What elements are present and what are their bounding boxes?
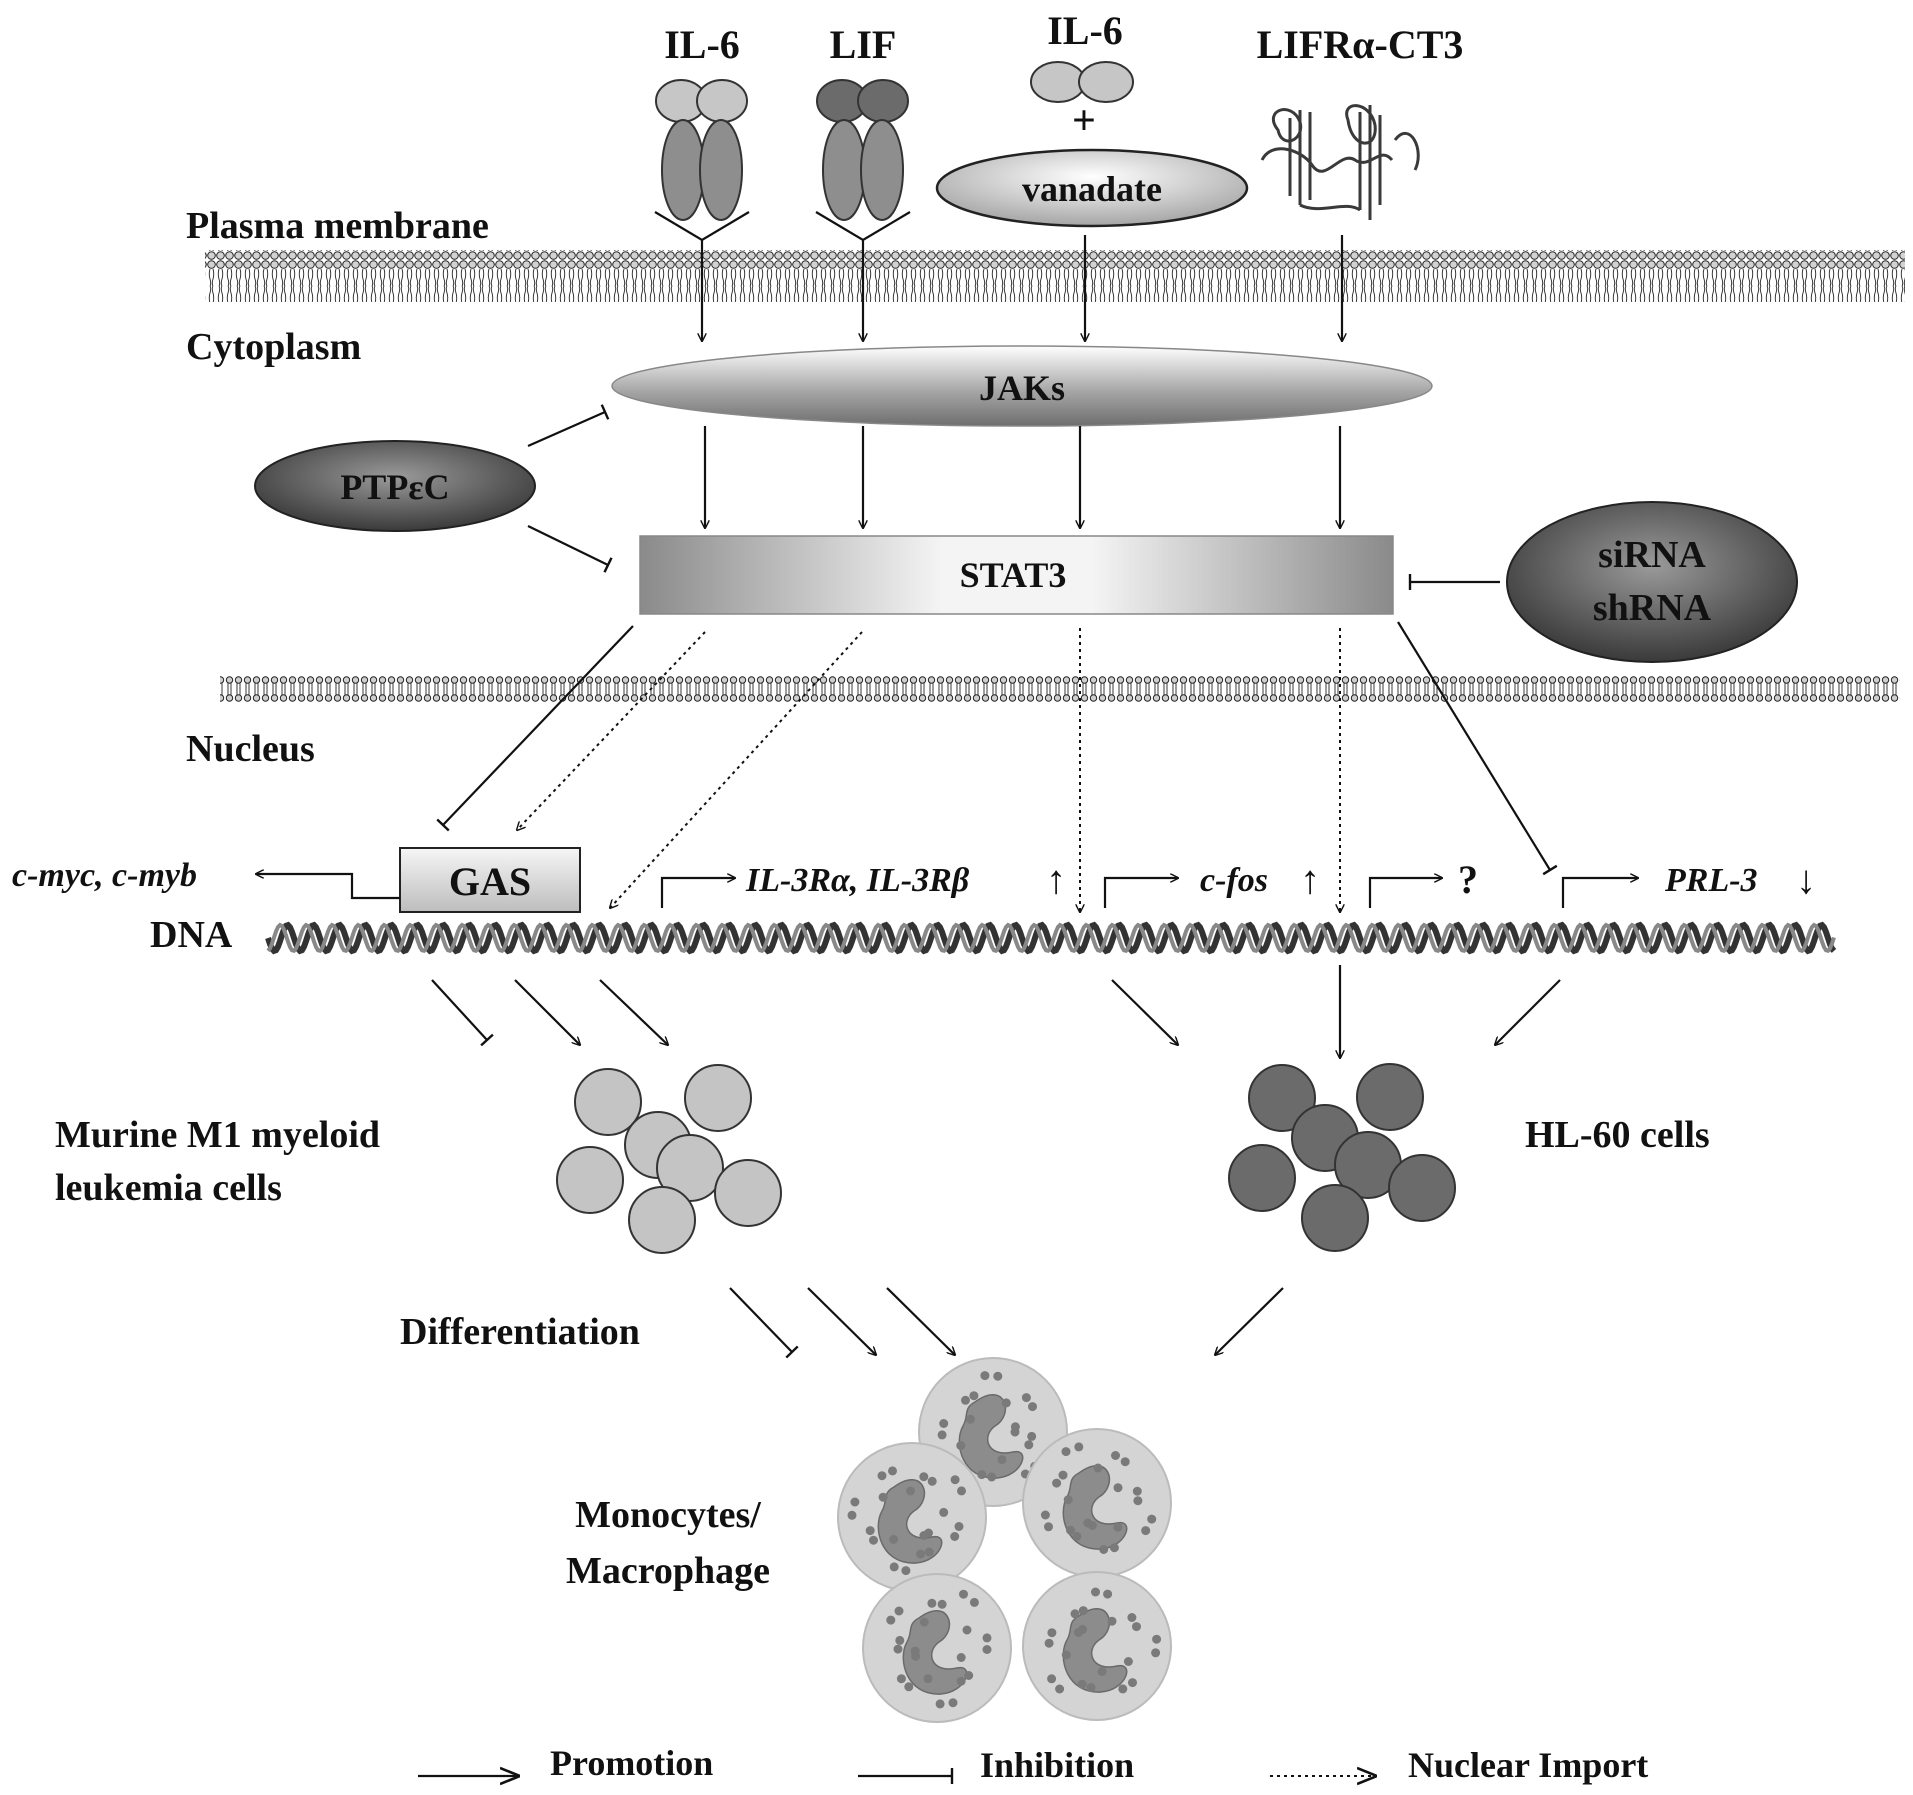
il6-vanadate-group [935,61,1249,228]
shrna-label: shRNA [1593,587,1712,629]
jaks-label: JAKs [979,368,1065,408]
lifr-ct3-protein [1260,104,1420,220]
vanadate-label: vanadate [1022,169,1162,209]
prl3-down-arrow: ↓ [1796,857,1816,902]
cfos-up-arrow: ↑ [1300,857,1320,902]
ptp-inhibits-stat3 [527,525,613,573]
legend-inhibition-label: Inhibition [980,1745,1134,1785]
ptp-node [254,440,536,532]
m1-label-line1: Murine M1 myeloid [55,1114,380,1156]
plus-sign: + [1072,98,1096,144]
hl60-promotes-macrophage [1215,1287,1284,1355]
ligand-il6-center-label: IL-6 [1047,8,1123,53]
nuclear-membrane [220,676,1900,702]
macrophage-cell [837,1442,987,1592]
ligand-il6-left-label: IL-6 [664,22,740,67]
stat3-node [639,535,1394,615]
dna-promotes-hl60-1 [1111,979,1178,1045]
vanadate-ellipse [935,148,1249,228]
differentiation-label: Differentiation [400,1311,640,1353]
m1-cell-cluster [556,1064,782,1254]
macrophage-cell [1022,1571,1172,1721]
dna-promotes-m1-2 [599,979,668,1045]
jaks-node [611,345,1433,427]
sirna-label: siRNA [1598,534,1706,576]
gene-unknown-label: ? [1458,857,1478,902]
nucleus-label: Nucleus [186,728,315,770]
macrophage-cell [1022,1428,1172,1578]
stat3-import-to-gas [517,631,706,830]
plasma-membrane-label: Plasma membrane [186,205,489,247]
hl60-cell-cluster [1228,1063,1456,1252]
plasma-membrane [205,250,1905,302]
stat3-inhibits-gas [436,625,634,832]
m1-label-line2: leukemia cells [55,1167,282,1209]
macrophage-cell [862,1573,1012,1723]
il3r-up-arrow: ↑ [1046,857,1066,902]
unknown-promoter-arrow [1368,878,1442,908]
ptp-inhibits-jaks [527,404,610,448]
dna-promotes-m1-1 [514,979,580,1045]
sirna-shrna-node [1506,501,1798,663]
gene-cmyc-label: c-myc, c-myb [12,857,197,894]
il3r-promoter-arrow [660,878,735,908]
stat3-label: STAT3 [960,555,1067,595]
prl3-promoter-arrow [1561,878,1638,908]
legend-import-label: Nuclear Import [1408,1745,1648,1785]
gene-prl3-label: PRL-3 [1664,862,1758,899]
cmyc-promoter-arrow [256,874,400,900]
ptp-label: PTPεC [340,467,449,507]
lif-receptor-complex [815,79,911,320]
m1-promotes-macrophage-1 [807,1287,876,1355]
macrophage-cluster [837,1357,1172,1723]
dna-label: DNA [150,914,233,956]
gene-il3r-label: IL-3Rα, IL-3Rβ [745,862,970,899]
stat3-inhibits-prl3 [1397,621,1558,876]
dna-promotes-hl60-3 [1495,979,1561,1045]
cfos-promoter-arrow [1103,878,1178,908]
m1-inhibits-macrophage [729,1287,799,1359]
legend: Promotion Inhibition Nuclear Import [418,1743,1648,1785]
legend-promotion-label: Promotion [550,1743,713,1783]
ligand-lif-label: LIF [830,22,897,67]
monocyte-label-line1: Monocytes/ [575,1494,761,1536]
il6-receptor-complex [654,79,750,320]
cytoplasm-label: Cytoplasm [186,326,361,368]
hl60-label: HL-60 cells [1525,1114,1710,1156]
gene-cfos-label: c-fos [1200,862,1268,899]
monocyte-label-line2: Macrophage [566,1550,770,1592]
gas-label: GAS [449,859,531,904]
gas-box [399,847,581,913]
ligand-lifr-label: LIFRα-CT3 [1257,22,1464,67]
dna-inhibits-m1 [431,979,494,1047]
dna-helix-strand-b [266,922,1836,954]
m1-promotes-macrophage-2 [886,1287,955,1355]
